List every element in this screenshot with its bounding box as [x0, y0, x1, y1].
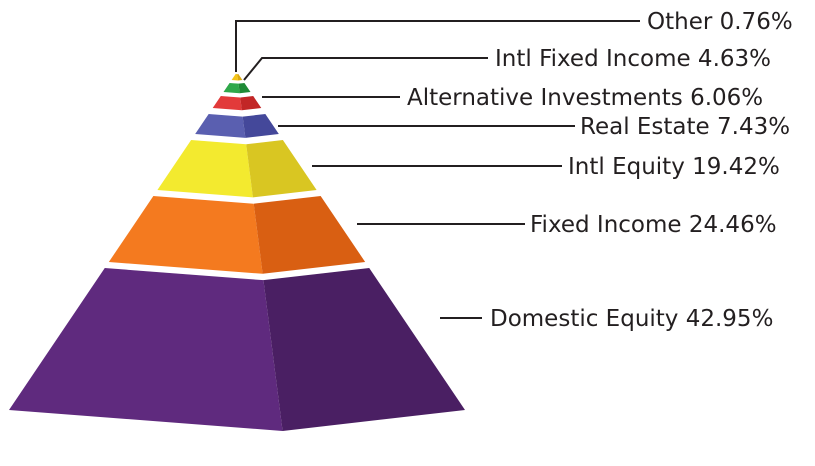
pyramid-layer-side: [263, 268, 465, 431]
pyramid-layers: [9, 73, 465, 431]
pyramid-layer-highlight: [208, 112, 266, 117]
pyramid-layer-side: [238, 83, 251, 94]
pyramid-layer-side: [240, 96, 262, 111]
layer-label: Alternative Investments 6.06%: [407, 85, 763, 111]
leader-line: [243, 57, 488, 81]
pyramid-layer-highlight: [191, 138, 283, 145]
pyramid-layer-front: [223, 83, 240, 94]
pyramid-layer-highlight: [229, 82, 245, 84]
leader-line: [235, 20, 640, 72]
pyramid-layer-front: [195, 114, 246, 138]
layer-label: Domestic Equity 42.95%: [490, 306, 773, 332]
pyramid-layer-front: [108, 196, 263, 274]
pyramid-layer-front: [212, 96, 242, 111]
pyramid-layer-highlight: [220, 95, 254, 98]
layer-label: Intl Fixed Income 4.63%: [495, 46, 771, 72]
pyramid-layer-side: [237, 74, 243, 81]
layer-label: Fixed Income 24.46%: [530, 212, 777, 238]
layer-label: Other 0.76%: [647, 9, 793, 35]
pyramid-layer-front: [157, 140, 253, 198]
pyramid-layer-front: [9, 268, 283, 431]
pyramid-layer-side: [246, 140, 317, 198]
pyramid-layer-front: [231, 74, 239, 81]
layer-labels: Domestic Equity 42.95% Fixed Income 24.46…: [407, 9, 793, 332]
layer-label: Intl Equity 19.42%: [568, 154, 780, 180]
pyramid-layer-side: [242, 114, 279, 138]
leader-lines: [235, 20, 640, 319]
pyramid-layer-highlight: [153, 192, 321, 204]
pyramid-layer-side: [253, 196, 366, 274]
layer-label: Real Estate 7.43%: [580, 114, 790, 140]
